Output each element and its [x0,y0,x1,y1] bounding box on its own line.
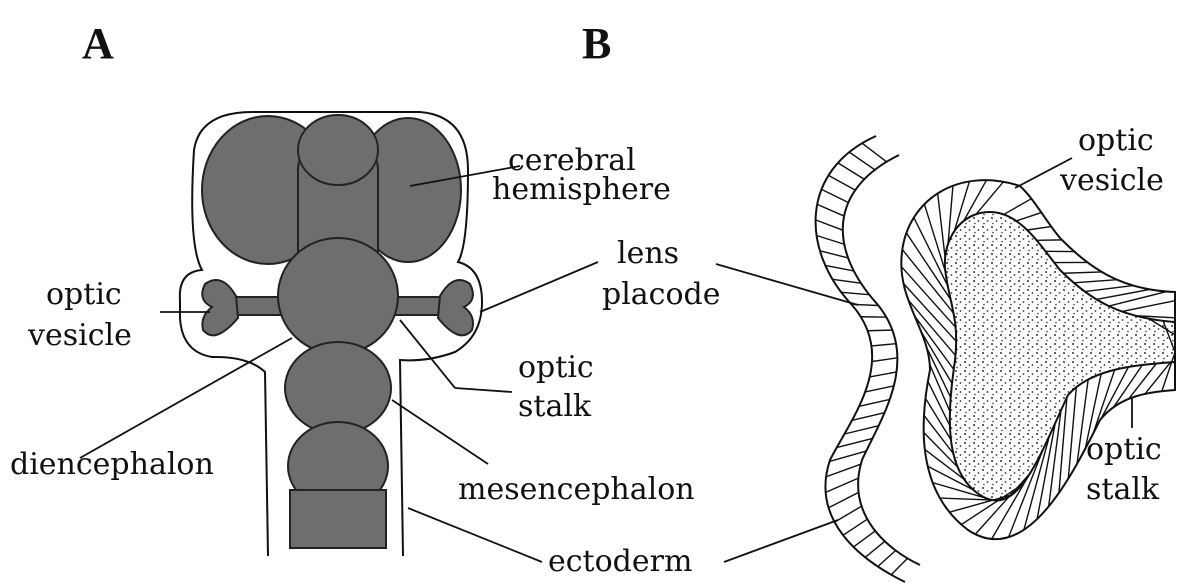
label-hemisphere: hemisphere [492,172,671,207]
cell-line [817,236,845,245]
cell-line [872,358,897,362]
hindbrain-tail [290,490,386,548]
cell-line [865,386,894,392]
cell-line [838,163,864,179]
optic-vesicle-left [202,280,238,335]
cell-line [843,519,867,535]
cell-line [841,292,869,294]
label-optic-stalk-a-1: optic [518,350,594,385]
cell-line [859,399,890,406]
leader-ectoderm-a [408,508,542,562]
cell-line [1063,272,1101,273]
panel-b-eye [816,136,1175,582]
label-ectoderm: ectoderm [548,544,692,579]
cell-line [829,175,856,190]
cell-line [1085,286,1133,292]
cell-line [852,413,885,421]
label-optic-stalk-b-2: stalk [1086,472,1160,507]
label-optic-b: optic [1078,123,1154,158]
leader-diencephalon [80,338,292,458]
panel-label-a: A [82,19,114,68]
cell-line [872,344,897,346]
label-optic-stalk-a-2: stalk [518,389,592,424]
cell-line [1068,387,1076,478]
cell-line [835,506,862,522]
cell-line [820,251,848,258]
cell-line [826,478,859,492]
cell-line [844,426,878,434]
cell-line [938,193,945,257]
cell-line [915,316,954,370]
cell-line [1074,280,1117,283]
cell-line [849,152,875,170]
label-mesencephalon: mesencephalon [458,472,695,507]
leader-lens-placode-a [480,262,598,312]
optic-vesicle-right [438,280,473,335]
cell-line [1004,199,1032,215]
cell-line [921,332,952,384]
leader-mesencephalon [392,400,488,464]
label-vesicle-b: vesicle [1059,163,1164,198]
top-lobe [298,115,378,185]
cell-line [908,300,955,356]
cell-line [829,492,859,507]
cell-line [851,304,878,305]
cell-line [853,531,875,547]
cell-line [862,143,886,162]
cell-line [1101,367,1128,419]
mesencephalon-region [285,342,391,434]
cell-line [1016,213,1041,221]
label-optic-stalk-b-1: optic [1086,432,1162,467]
cell-line [833,279,861,283]
label-diencephalon: diencephalon [10,447,214,482]
label-vesicle-a: vesicle [27,318,132,353]
cell-line [817,204,844,216]
cell-line [826,464,861,477]
cell-line [1122,301,1175,312]
cell-line [868,330,893,331]
panel-a-brain [180,112,482,556]
cell-line [865,541,885,557]
label-lens: lens [617,236,679,271]
cell-line [976,182,1003,214]
cell-line [1093,370,1115,434]
cell-line [825,265,853,270]
label-placode: placode [602,277,721,312]
cell-line [822,189,849,202]
diencephalon-region [278,238,398,354]
cell-line [878,550,896,566]
panel-label-b: B [582,19,611,68]
leader-optic-stalk-a-1 [455,388,512,392]
cell-line [891,558,907,574]
cell-line [1027,227,1051,230]
leader-ectoderm-b [724,520,838,562]
cell-line [870,372,897,377]
cell-line [816,220,843,230]
label-optic-a: optic [46,277,122,312]
